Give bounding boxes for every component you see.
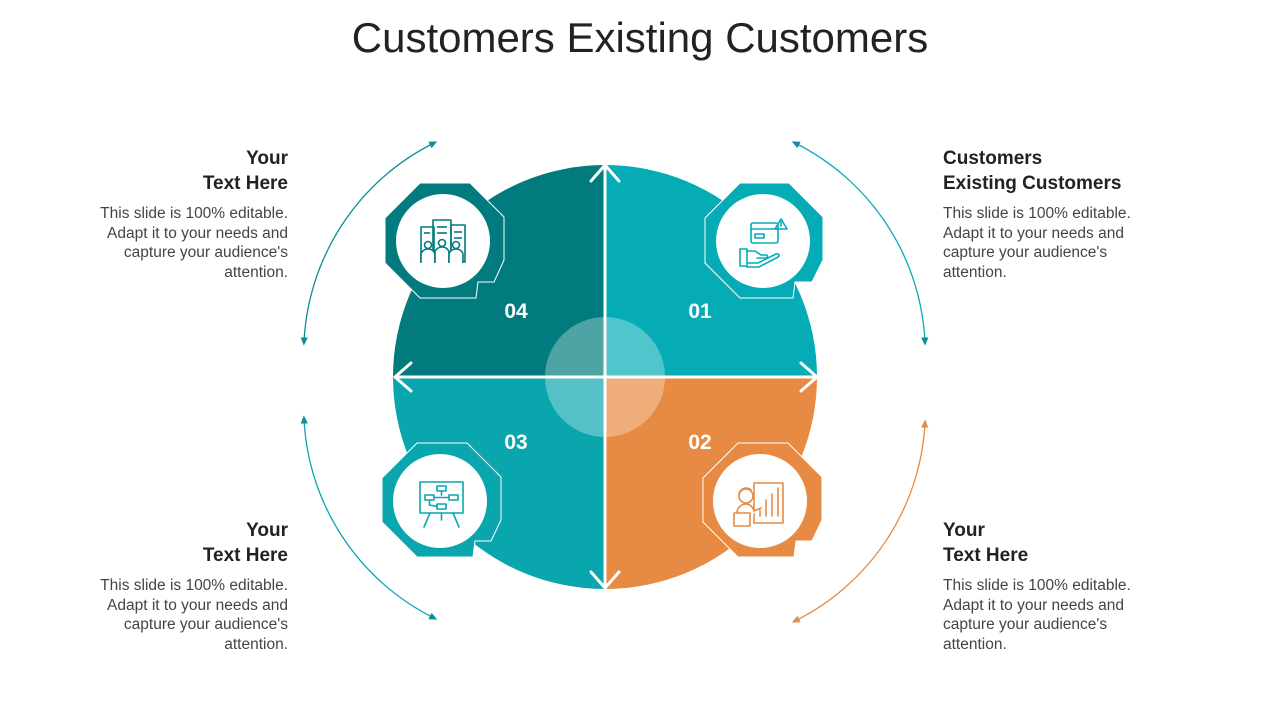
badge-01 <box>704 182 824 299</box>
block-body: This slide is 100% editable. Adapt it to… <box>943 205 1131 281</box>
slide-title: Customers Existing Customers <box>351 14 929 61</box>
block-body: This slide is 100% editable. Adapt it to… <box>943 577 1131 653</box>
block-heading: Your Text Here <box>943 520 1029 566</box>
number-03: 03 <box>504 431 527 454</box>
block-body: This slide is 100% editable. Adapt it to… <box>100 205 288 281</box>
block-heading: Your Text Here <box>202 520 288 566</box>
arc-arrow-bottom-left <box>300 415 438 620</box>
block-body: This slide is 100% editable. Adapt it to… <box>100 577 288 653</box>
arc-arrow-bottom-right <box>791 419 929 623</box>
number-01: 01 <box>688 300 712 323</box>
text-block-bottom-right: Your Text Here This slide is 100% editab… <box>943 518 1143 654</box>
badge-03 <box>381 442 502 558</box>
number-04: 04 <box>504 300 528 323</box>
block-heading: Your Text Here <box>202 148 288 194</box>
arc-arrow-top-right <box>791 141 929 346</box>
text-block-bottom-left: Your Text Here This slide is 100% editab… <box>88 518 288 654</box>
text-block-top-left: Your Text Here This slide is 100% editab… <box>88 146 288 282</box>
arc-arrow-top-left <box>300 141 438 346</box>
number-02: 02 <box>688 431 711 454</box>
credit-card-hand-icon <box>739 218 788 268</box>
cross-arrows <box>393 163 819 590</box>
block-heading: Customers Existing Customers <box>943 148 1122 194</box>
presenter-chart-icon <box>733 482 784 527</box>
badge-02 <box>702 442 823 558</box>
text-block-top-right: Customers Existing Customers This slide … <box>943 146 1143 282</box>
